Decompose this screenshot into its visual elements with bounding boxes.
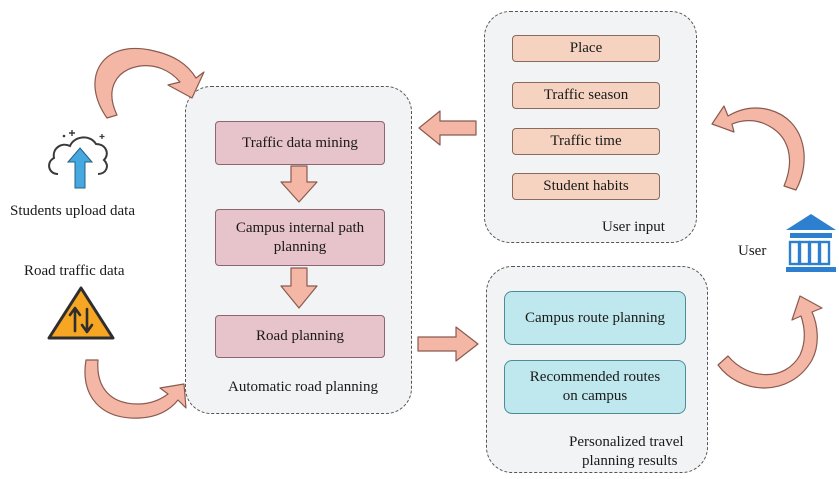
curved-arrow-user-input xyxy=(711,105,805,191)
user-label: User xyxy=(738,243,767,259)
step-traffic-data-mining: Traffic data mining xyxy=(215,121,385,165)
curved-arrow-results-user xyxy=(717,295,823,389)
result-recommended-routes: Recommended routes on campus xyxy=(504,360,686,414)
block-arrow-input-to-automatic xyxy=(418,110,477,146)
results-panel-title-line1: Personalized travel xyxy=(569,434,684,450)
input-traffic-time: Traffic time xyxy=(512,128,660,155)
input-place: Place xyxy=(512,35,660,62)
step-campus-internal-path-planning: Campus internal path planning xyxy=(215,209,385,266)
input-student-habits: Student habits xyxy=(512,173,660,200)
down-arrow-2 xyxy=(280,267,318,309)
results-panel-title-line2: planning results xyxy=(582,453,678,469)
down-arrow-1 xyxy=(280,165,318,203)
step-road-planning: Road planning xyxy=(215,315,385,358)
curved-arrow-traffic xyxy=(84,359,187,419)
road-traffic-warning-icon xyxy=(46,285,116,346)
students-upload-label: Students upload data xyxy=(10,203,135,219)
road-traffic-label: Road traffic data xyxy=(24,263,125,279)
input-traffic-season: Traffic season xyxy=(512,82,660,109)
curved-arrow-upload xyxy=(94,47,205,119)
institution-building-icon xyxy=(784,212,838,281)
block-arrow-automatic-to-results xyxy=(417,326,479,362)
result-campus-route-planning: Campus route planning xyxy=(504,291,686,345)
user-input-panel-title: User input xyxy=(602,219,665,235)
automatic-panel-title: Automatic road planning xyxy=(228,379,378,395)
cloud-upload-icon xyxy=(44,124,114,197)
